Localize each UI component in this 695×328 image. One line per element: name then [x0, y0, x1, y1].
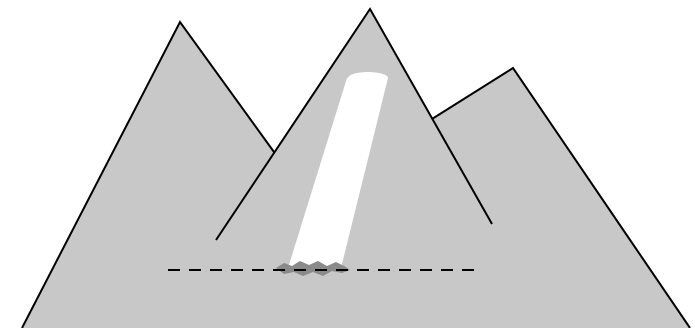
white-column-top [348, 72, 388, 84]
